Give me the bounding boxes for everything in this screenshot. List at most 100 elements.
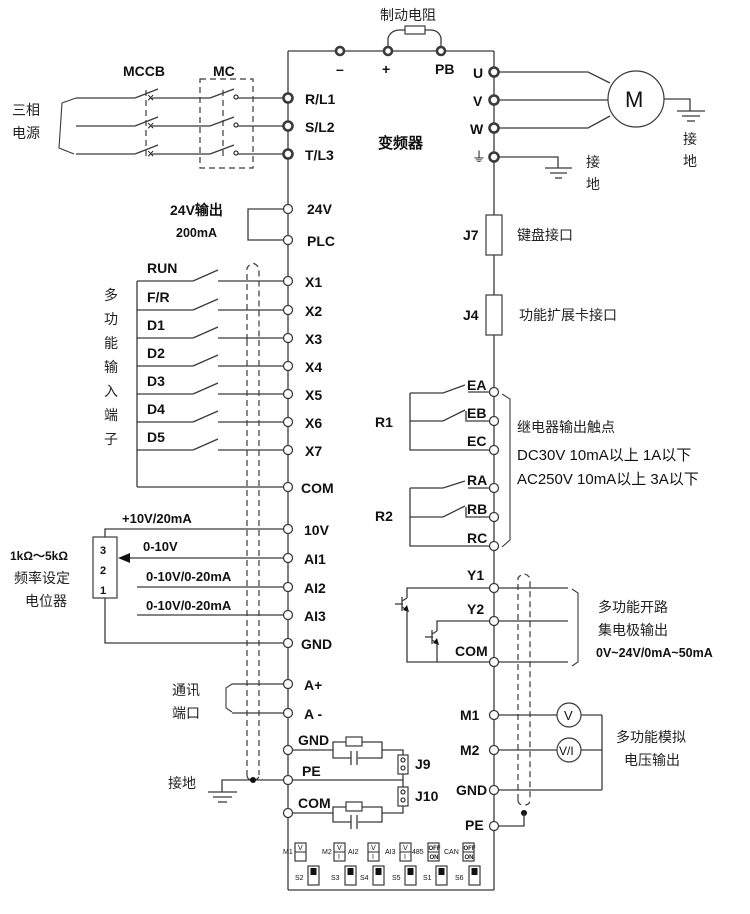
mccb-label: MCCB [123,63,165,79]
terminal-ai3[interactable] [282,609,294,621]
terminal-plus-label: + [382,61,390,77]
terminal-com-di[interactable] [282,481,294,493]
terminal-x1[interactable] [282,275,294,287]
terminal-com-j10[interactable] [282,807,294,819]
terminal-s-l2[interactable] [282,120,294,132]
terminal-minus-label: – [336,61,344,77]
source-label-1: 三相 [12,103,40,119]
source-bracket [58,97,77,155]
terminal-x2-label: X2 [305,303,322,319]
dip-switch-top: OFF [429,846,441,852]
dip-switch-knob [375,868,382,875]
dip-switch-s2[interactable]: S2 [295,865,320,886]
terminal-pe-ao[interactable] [488,820,500,832]
pot-pin-1: 1 [100,585,106,597]
terminal-x4[interactable] [282,360,294,372]
terminal-m1[interactable] [488,709,500,721]
dip-switch-s5[interactable]: S5 [392,865,417,886]
terminal-m2-label: M2 [460,742,480,758]
terminal-x7[interactable] [282,444,294,456]
terminal-eb-label: EB [467,405,486,421]
terminal-ec[interactable] [488,444,500,456]
terminal-com-j10-label: COM [298,795,331,811]
terminal-x6[interactable] [282,416,294,428]
power-input-section: 三相 电源 MCCB MC × × × [12,63,336,169]
drive-ground-label-2: 地 [586,177,600,193]
dip-switch-m1[interactable]: M1V [283,842,307,862]
terminal-r-l1[interactable] [282,92,294,104]
dip-switch-s3[interactable]: S3 [331,865,357,886]
terminal-ea[interactable] [488,386,500,398]
oc-spec: 0V~24V/0mA~50mA [596,646,713,660]
motor-ground-label-1: 接 [683,131,697,148]
terminal-rb-label: RB [467,501,487,517]
terminal-gnd-ao[interactable] [488,784,500,796]
terminal-rb[interactable] [488,511,500,523]
comm-section: 通讯 端口 A+ A - [172,677,322,722]
terminal-v[interactable] [488,94,500,106]
terminal-m2[interactable] [488,744,500,756]
terminal-a-minus[interactable] [282,707,294,719]
terminal-v-label: V [473,93,483,109]
terminal-plc[interactable] [282,234,294,246]
terminal-plus[interactable] [382,45,394,57]
transistor-y2-icon [425,630,439,645]
oc-label-2: 集电极输出 [598,622,668,639]
terminal-y1[interactable] [488,582,500,594]
terminal-gnd-ai[interactable] [282,637,294,649]
dip-switch-s1[interactable]: S1 [423,865,448,886]
terminal-gnd-j9[interactable] [282,744,294,756]
dip-switch-knob [347,868,354,875]
dip-switch-bottom: I [404,854,406,861]
terminal-eb[interactable] [488,415,500,427]
dip-switch-s4[interactable]: S4 [360,865,385,886]
terminal-com-di-label: COM [301,480,334,496]
terminal-gnd-j9-label: GND [298,732,329,748]
terminal-x5[interactable] [282,388,294,400]
di-group-label-3: 能 [104,336,118,352]
terminal-ai1[interactable] [282,552,294,564]
terminal-y2[interactable] [488,615,500,627]
svg-text:×: × [147,119,154,133]
terminal-pb[interactable] [435,45,447,57]
connector-j7-id: J7 [463,227,479,243]
terminal-24v[interactable] [282,203,294,215]
terminal-x2[interactable] [282,304,294,316]
motor-output-section: U V W ⏚ M 接 地 接 地 [470,65,705,193]
relays-section: R1 R2 EA EB EC RA RB RC 继电器输出触点 DC30V 10… [375,377,699,552]
switch-label: D3 [147,373,165,389]
terminal-10v[interactable] [282,523,294,535]
com-rc-network-icon [293,801,404,829]
terminal-earth[interactable] [488,151,500,163]
terminal-a-plus-label: A+ [304,677,322,693]
dip-switch-s6[interactable]: S6 [455,865,481,886]
terminal-ra[interactable] [488,482,500,494]
terminal-x7-label: X7 [305,443,322,459]
supply-24v-section: 24V输出 200mA 24V PLC [170,201,335,249]
terminal-u[interactable] [488,66,500,78]
terminal-w[interactable] [488,122,500,134]
terminal-x3[interactable] [282,332,294,344]
terminal-ea-label: EA [467,377,486,393]
terminal-24v-label: 24V [307,201,333,217]
dip-switch-top: V [298,845,303,852]
dip-switch-bottom: ON [430,855,439,861]
terminal-ai2[interactable] [282,581,294,593]
switch-label: D5 [147,429,165,445]
terminal-rc[interactable] [488,540,500,552]
terminal-pe[interactable] [282,774,294,786]
switch-contact-icon [192,382,219,395]
terminal-t-l3[interactable] [282,148,294,160]
terminal-a-plus[interactable] [282,678,294,690]
terminal-com-oc[interactable] [488,656,500,668]
pot-pin-3: 3 [100,545,106,557]
terminal-minus[interactable] [334,45,346,57]
dip-switch-knob [471,868,478,875]
